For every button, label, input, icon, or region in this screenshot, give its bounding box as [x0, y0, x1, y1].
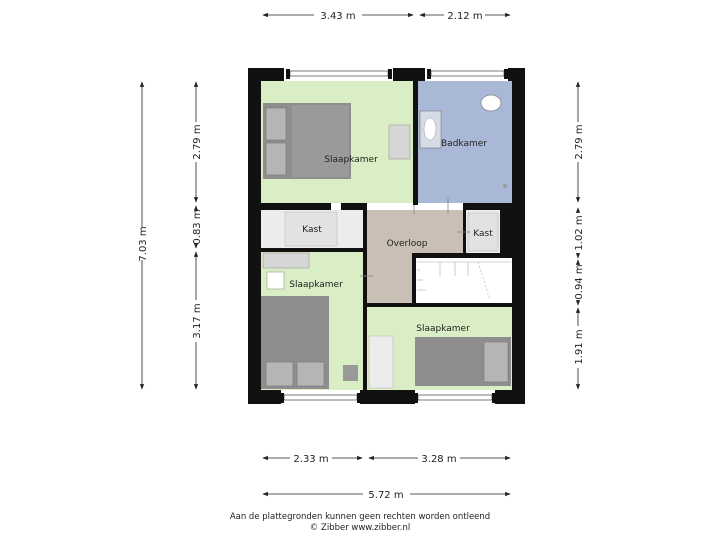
label-storage-right: Kast — [473, 229, 493, 239]
doors — [360, 198, 470, 277]
label-bedroom-left: Slaapkamer — [289, 280, 343, 290]
bed-left-pillow-1 — [265, 361, 294, 387]
dim-bottom-left: 2.33 m — [293, 454, 328, 465]
bed-left-pillow-2 — [296, 361, 325, 387]
bath-tap — [503, 184, 507, 188]
toilet — [480, 94, 502, 112]
stairs-area — [415, 258, 512, 303]
bed-right-pillow — [483, 341, 509, 383]
bath-sink-basin — [423, 117, 437, 141]
wardrobe-left — [262, 252, 310, 269]
label-landing: Overloop — [387, 239, 428, 249]
dim-bottom-total: 5.72 m — [368, 490, 403, 501]
dim-left-mid: 0.83 m — [192, 209, 203, 244]
bed-top-pillow-1 — [265, 107, 287, 141]
dim-left-total: 7.03 m — [138, 226, 149, 261]
desk-right — [368, 335, 394, 389]
dim-left-bottom: 3.17 m — [192, 303, 203, 338]
label-bedroom-top: Slaapkamer — [324, 155, 378, 165]
furniture — [261, 94, 511, 389]
shelf-left — [284, 211, 338, 247]
dim-right-bottom: 1.91 m — [574, 329, 585, 364]
stairs — [417, 261, 511, 301]
copyright-link[interactable]: © Zibber www.zibber.nl — [309, 523, 411, 533]
dim-left-top: 2.79 m — [192, 124, 203, 159]
dim-right-lower: 0.94 m — [574, 264, 585, 299]
nightstand-left — [343, 365, 358, 381]
chair-left — [266, 271, 285, 290]
window-corners — [280, 69, 508, 403]
bed-top-blanket — [292, 105, 349, 177]
window-top-right — [430, 70, 505, 77]
window-bottom-left — [283, 394, 358, 401]
dimension-lines — [139, 12, 581, 497]
walls — [248, 68, 525, 404]
dim-top-left: 3.43 m — [320, 11, 355, 22]
window-top-left — [289, 70, 389, 77]
dim-top-right: 2.12 m — [447, 11, 482, 22]
desk-top — [388, 124, 411, 160]
room-labels: Slaapkamer Badkamer Kast Overloop Kast S… — [289, 139, 493, 334]
dim-right-mid: 1.02 m — [574, 215, 585, 250]
bed-top-pillow-2 — [265, 142, 287, 176]
dim-right-top: 2.79 m — [574, 124, 585, 159]
dim-bottom-right: 3.28 m — [421, 454, 456, 465]
label-bedroom-right: Slaapkamer — [416, 324, 470, 334]
window-bottom-right — [417, 394, 493, 401]
dimension-labels: 3.43 m 2.12 m 2.33 m 3.28 m 5.72 m 7.03 … — [138, 11, 585, 501]
label-bathroom: Badkamer — [441, 139, 487, 149]
label-storage-left: Kast — [302, 225, 322, 235]
disclaimer-text: Aan de plattegronden kunnen geen rechten… — [229, 512, 491, 522]
